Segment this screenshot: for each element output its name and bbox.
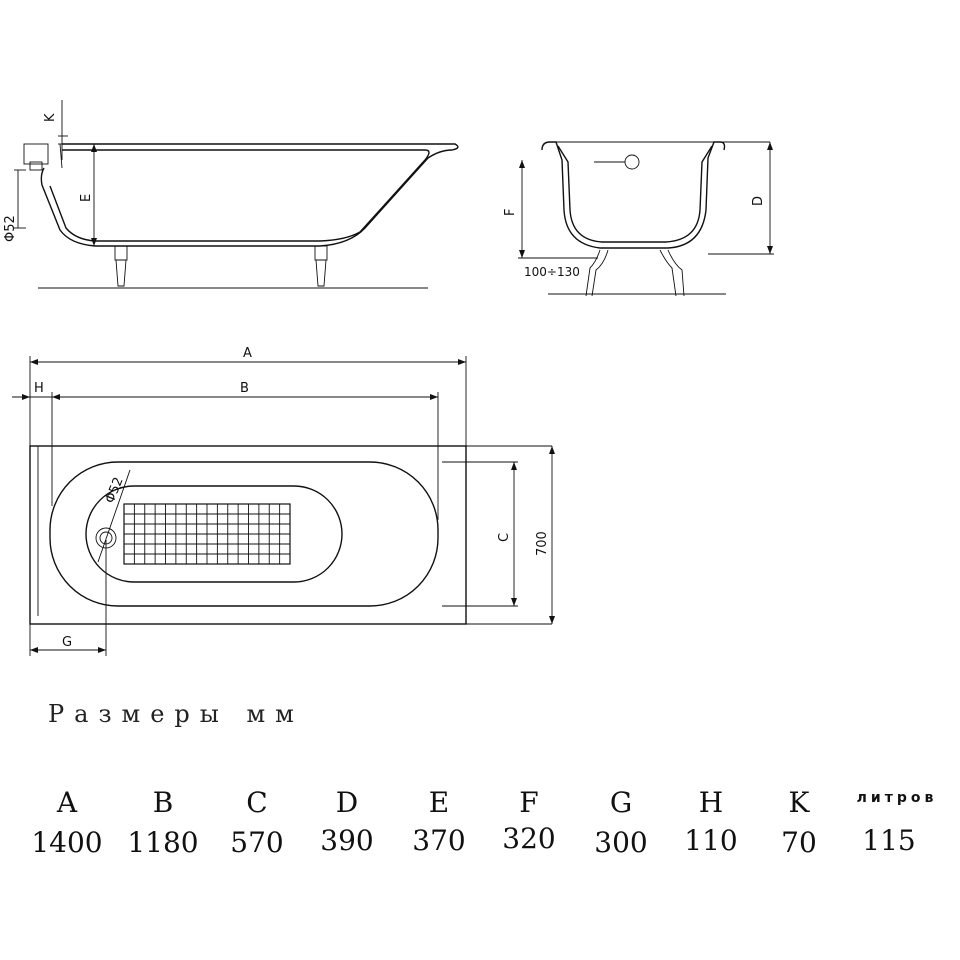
e-label: E <box>79 194 94 202</box>
plan-basin-outer <box>49 461 439 607</box>
header-k: K <box>788 786 810 819</box>
anti-slip-grid <box>123 503 291 565</box>
plan-drain-inner <box>99 531 113 545</box>
leg-range-label: 100÷130 <box>524 265 580 279</box>
volume-value: 115 <box>862 824 916 857</box>
side-view: K E Φ52 <box>3 100 459 289</box>
value-h: 110 <box>684 824 738 857</box>
value-a: 1400 <box>31 826 103 859</box>
side-tub-outer <box>40 143 459 247</box>
plan-view: A B H C 700 <box>12 346 555 656</box>
side-drain-dia-label: Φ52 <box>3 215 18 242</box>
header-e: E <box>428 786 450 819</box>
header-b: B <box>152 786 174 819</box>
header-a: A <box>56 786 78 819</box>
value-g: 300 <box>594 826 648 859</box>
d-label: D <box>751 196 766 206</box>
value-f: 320 <box>502 822 556 855</box>
value-d: 390 <box>320 824 374 857</box>
plan-basin-inner <box>85 485 343 583</box>
plan-outer-rect <box>29 445 467 625</box>
header-f: F <box>519 786 539 819</box>
c-label: C <box>497 533 512 542</box>
header-c: C <box>246 786 268 819</box>
end-view: F D 100÷130 <box>503 141 774 297</box>
side-rim-edge <box>59 143 63 169</box>
value-e: 370 <box>412 824 466 857</box>
a-label: A <box>243 346 252 361</box>
h-label: H <box>34 381 44 396</box>
b-label: B <box>240 381 249 396</box>
g-label: G <box>62 635 72 650</box>
width-label: 700 <box>535 531 550 556</box>
value-k: 70 <box>781 826 817 859</box>
header-h: H <box>698 786 724 819</box>
plan-drain-outer <box>95 527 117 549</box>
side-leg-1 <box>114 245 128 287</box>
side-tub-inner <box>49 149 430 242</box>
end-leg-left <box>585 249 601 297</box>
dimensions-caption: Размеры мм <box>48 700 304 728</box>
side-leg-2 <box>314 245 328 287</box>
value-b: 1180 <box>127 826 199 859</box>
f-label: F <box>503 209 518 216</box>
end-overflow-circle <box>624 154 640 170</box>
k-label: K <box>43 113 58 122</box>
header-d: D <box>335 786 359 819</box>
value-c: 570 <box>230 826 284 859</box>
side-drain-fitting <box>23 143 49 165</box>
side-drain-cap <box>29 161 43 171</box>
volume-unit-label: литров <box>856 790 938 806</box>
end-bowl-inner <box>557 145 713 243</box>
header-g: G <box>609 786 633 819</box>
end-leg-right <box>659 249 677 297</box>
